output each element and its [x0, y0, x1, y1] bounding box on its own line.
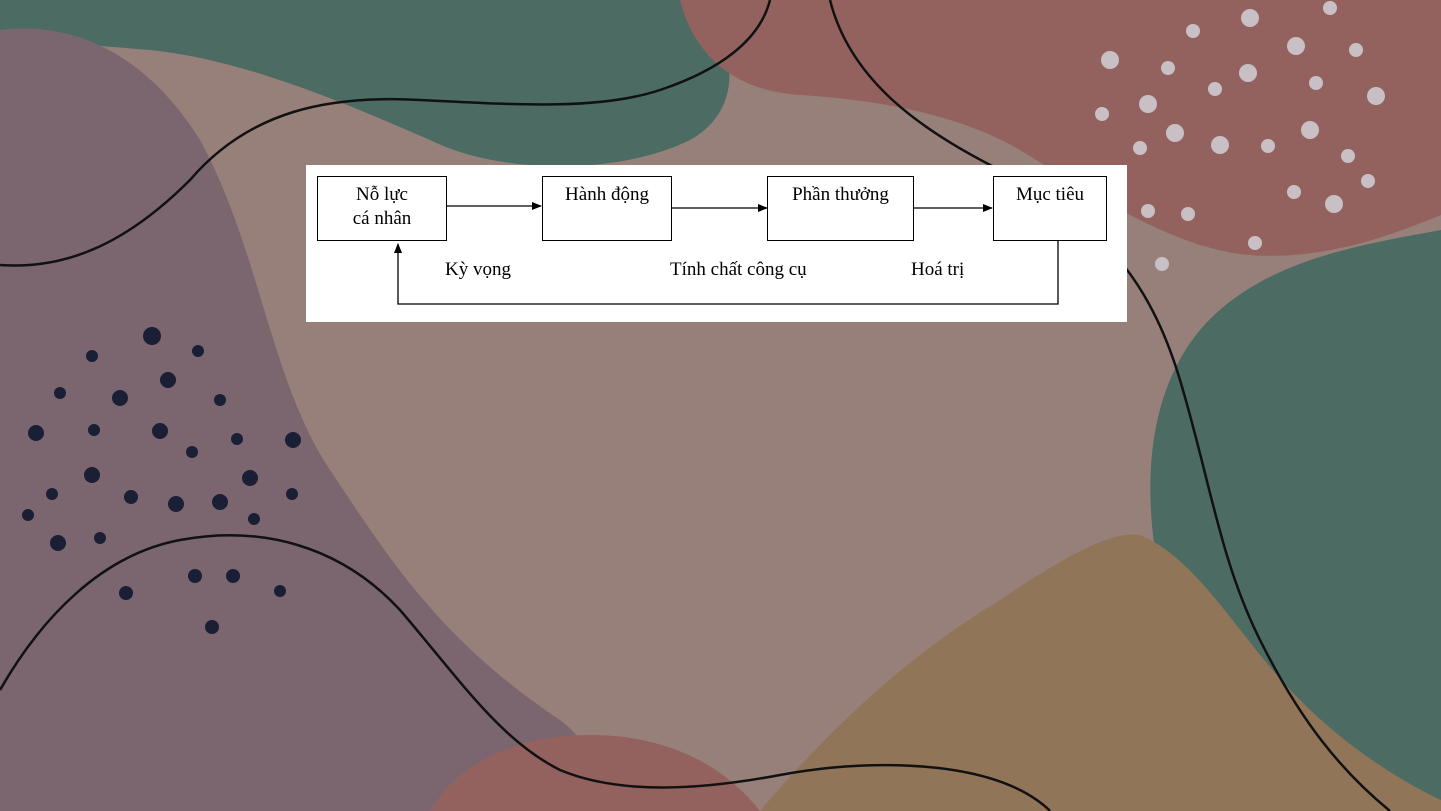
- dark-dot: [84, 467, 100, 483]
- light-dot: [1341, 149, 1355, 163]
- dark-dot: [88, 424, 100, 436]
- dark-dot: [86, 350, 98, 362]
- node-reward: Phần thưởng: [767, 176, 914, 241]
- light-dot: [1095, 107, 1109, 121]
- dark-dot: [124, 490, 138, 504]
- light-dot: [1166, 124, 1184, 142]
- dark-dot: [231, 433, 243, 445]
- dark-dot: [143, 327, 161, 345]
- light-dot: [1155, 257, 1169, 271]
- dark-dot: [46, 488, 58, 500]
- dark-dot: [242, 470, 258, 486]
- node-reward-label: Phần thưởng: [792, 183, 889, 207]
- dark-dot: [205, 620, 219, 634]
- light-dot: [1301, 121, 1319, 139]
- dark-dot: [286, 488, 298, 500]
- dark-dot: [54, 387, 66, 399]
- dark-dot: [192, 345, 204, 357]
- light-dot: [1261, 139, 1275, 153]
- label-valence: Hoá trị: [911, 258, 964, 282]
- dark-dot: [160, 372, 176, 388]
- light-dot: [1349, 43, 1363, 57]
- node-individual-effort-line1: Nỗ lực: [353, 183, 412, 207]
- light-dot: [1325, 195, 1343, 213]
- dark-dot: [119, 586, 133, 600]
- label-expectancy: Kỳ vọng: [445, 258, 511, 282]
- light-dot: [1287, 185, 1301, 199]
- light-dot: [1133, 141, 1147, 155]
- dark-dot: [28, 425, 44, 441]
- light-dot: [1101, 51, 1119, 69]
- light-dot: [1161, 61, 1175, 75]
- dark-dot: [214, 394, 226, 406]
- node-individual-effort-line2: cá nhân: [353, 207, 412, 231]
- dark-dot: [248, 513, 260, 525]
- dark-dot: [186, 446, 198, 458]
- light-dot: [1141, 204, 1155, 218]
- light-dot: [1241, 9, 1259, 27]
- dark-dot: [226, 569, 240, 583]
- dark-dot: [212, 494, 228, 510]
- light-dot: [1367, 87, 1385, 105]
- light-dot: [1186, 24, 1200, 38]
- light-dot: [1139, 95, 1157, 113]
- node-action-label: Hành động: [565, 183, 649, 207]
- diagram-panel: Nỗ lực cá nhân Hành động Phần thưởng Mục…: [306, 165, 1127, 322]
- light-dot: [1309, 76, 1323, 90]
- dark-dot: [22, 509, 34, 521]
- light-dot: [1208, 82, 1222, 96]
- dark-dot: [50, 535, 66, 551]
- node-individual-effort: Nỗ lực cá nhân: [317, 176, 447, 241]
- light-dot: [1361, 174, 1375, 188]
- dark-dot: [285, 432, 301, 448]
- light-dot: [1323, 1, 1337, 15]
- light-dot: [1181, 207, 1195, 221]
- light-dot: [1248, 236, 1262, 250]
- dark-dot: [94, 532, 106, 544]
- light-dot: [1287, 37, 1305, 55]
- dark-dot: [152, 423, 168, 439]
- label-instrumentality: Tính chất công cụ: [670, 258, 807, 282]
- node-goal-label: Mục tiêu: [1016, 183, 1084, 207]
- node-action: Hành động: [542, 176, 672, 241]
- node-goal: Mục tiêu: [993, 176, 1107, 241]
- dark-dot: [112, 390, 128, 406]
- dark-dot: [188, 569, 202, 583]
- light-dot: [1239, 64, 1257, 82]
- dark-dot: [274, 585, 286, 597]
- dark-dot: [168, 496, 184, 512]
- light-dot: [1211, 136, 1229, 154]
